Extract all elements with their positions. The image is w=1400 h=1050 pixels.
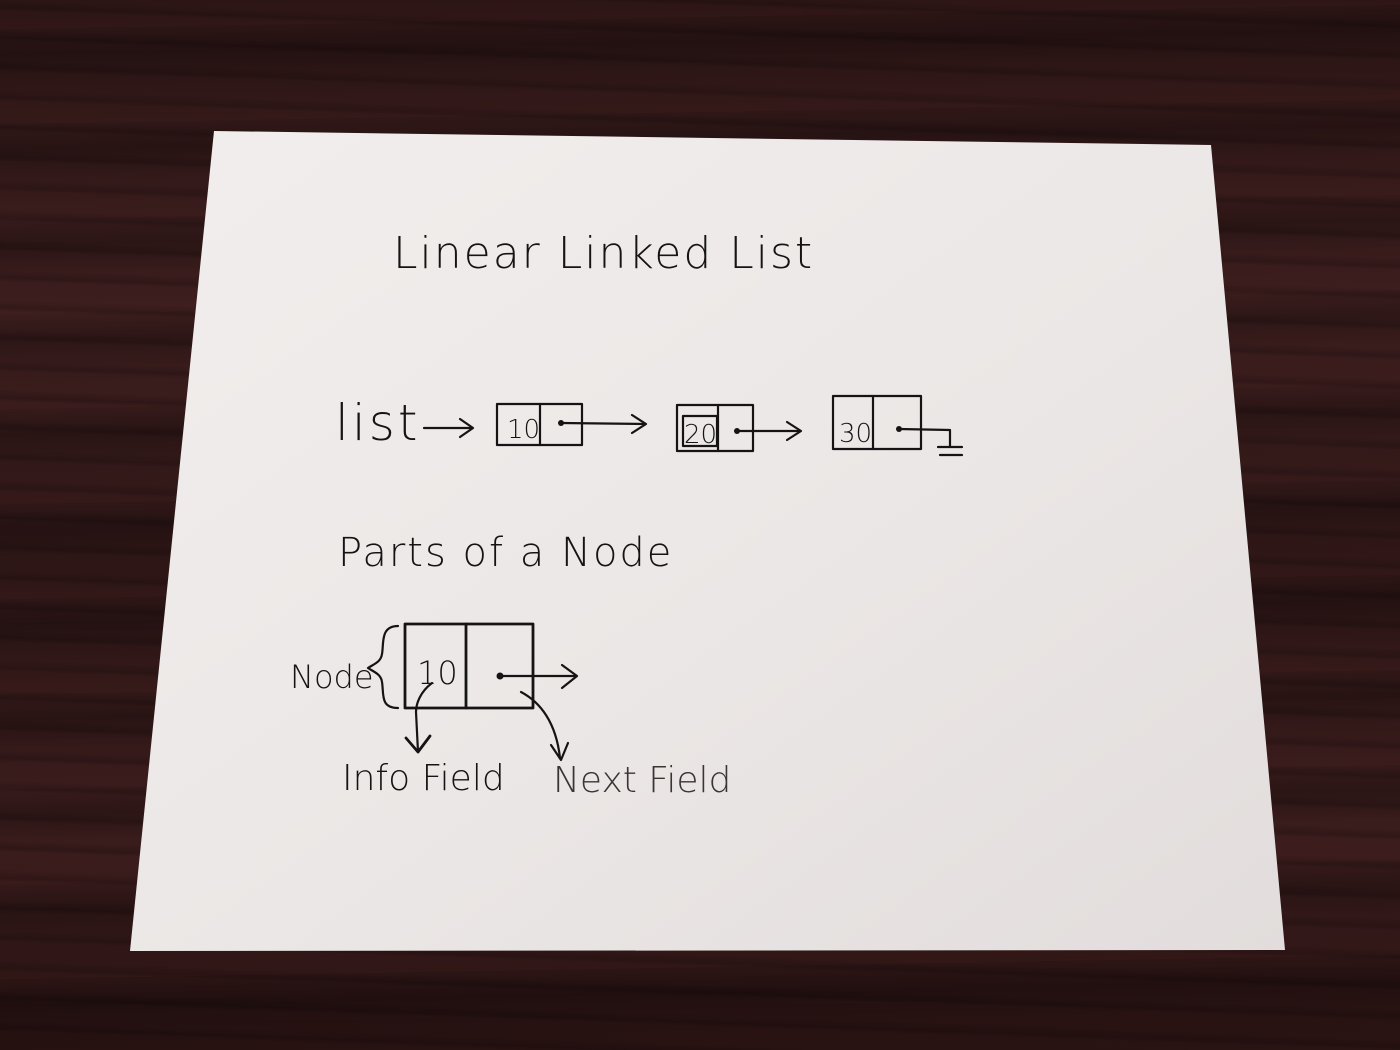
list-node-3: 30 bbox=[831, 394, 923, 451]
list-head-label: list bbox=[335, 394, 420, 452]
node-info-value: 20 bbox=[684, 420, 717, 450]
diagram-title: Linear Linked List bbox=[393, 228, 814, 279]
info-field-pointer-arrow bbox=[404, 681, 434, 754]
node-1-next-arrow bbox=[559, 413, 648, 435]
curly-brace bbox=[366, 624, 400, 710]
node-2-next-arrow bbox=[735, 420, 803, 442]
null-ground-symbol bbox=[897, 427, 964, 457]
node-brace-label: Node bbox=[290, 658, 374, 696]
list-node-2: 20 bbox=[675, 403, 755, 453]
next-field-pointer-arrow bbox=[519, 690, 570, 762]
node-info-value: 10 bbox=[507, 415, 540, 445]
section-heading: Parts of a Node bbox=[338, 530, 673, 576]
info-field-label: Info Field bbox=[342, 758, 505, 799]
node-info-value: 30 bbox=[839, 419, 872, 449]
detail-node-info-value: 10 bbox=[417, 654, 458, 692]
detail-node-next-arrow bbox=[498, 663, 579, 690]
list-head-arrow bbox=[422, 417, 475, 439]
next-field-label: Next Field bbox=[553, 760, 731, 801]
list-node-1: 10 bbox=[495, 402, 584, 447]
detail-node: 10 bbox=[403, 622, 535, 710]
